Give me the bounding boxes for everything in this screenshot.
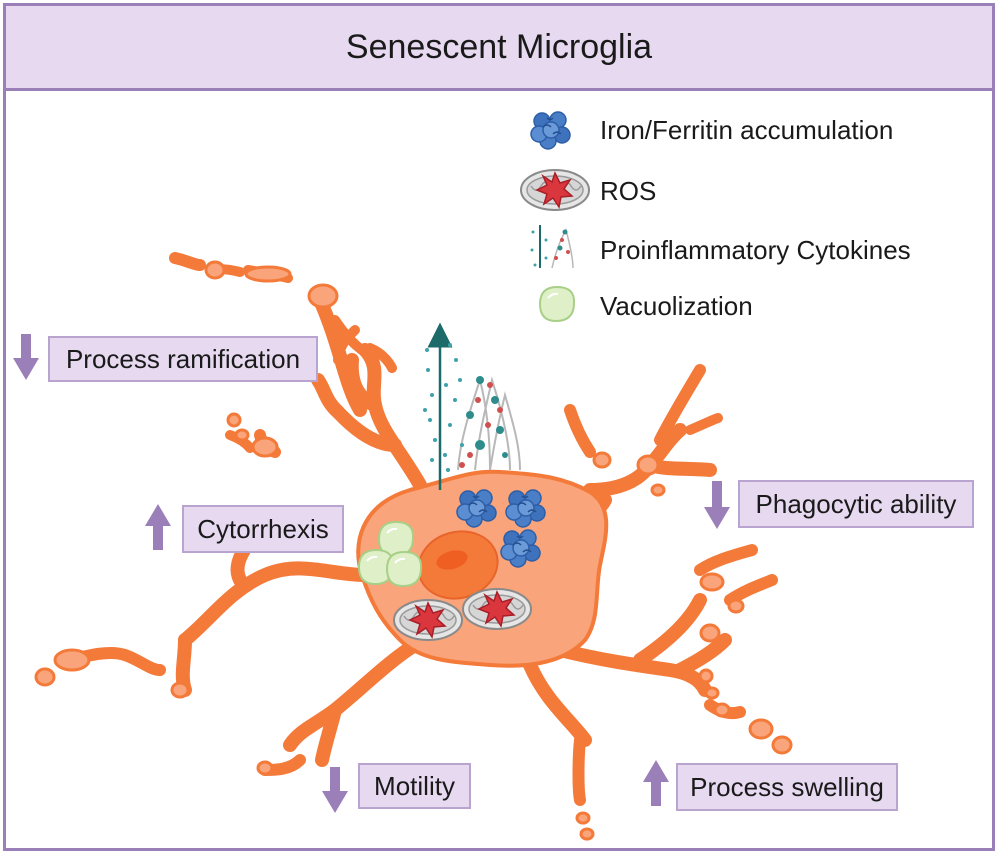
arrow-up-icon	[145, 504, 171, 550]
legend-ferritin-icon	[530, 111, 571, 150]
legend-cytokines-icon	[530, 225, 574, 269]
legend-vacuole-icon	[539, 286, 576, 322]
arrow-down-icon	[322, 767, 348, 813]
label-cytorrhexis: Cytorrhexis	[182, 505, 344, 553]
label-text: Phagocytic ability	[755, 488, 957, 519]
label-text: Motility	[374, 770, 455, 801]
legend-label-cytokines: Proinflammatory Cytokines	[600, 235, 911, 265]
title-bar: Senescent Microglia	[6, 6, 992, 91]
arrow-down-icon	[13, 334, 39, 380]
legend-mitochondria-ros-icon	[520, 169, 590, 211]
legend-label-vacuolization: Vacuolization	[600, 291, 753, 321]
label-process-ramification: Process ramification	[48, 336, 318, 382]
arrow-down-icon	[704, 481, 730, 529]
label-phagocytic-ability: Phagocytic ability	[738, 480, 974, 528]
figure-frame: Senescent Microglia	[3, 3, 995, 851]
mitochondria-ros-icon	[393, 599, 463, 641]
page-title: Senescent Microglia	[345, 27, 653, 66]
direction-arrows	[13, 334, 730, 813]
cytokines-icon	[423, 322, 521, 490]
mitochondria-ros-icon	[462, 588, 532, 630]
label-process-swelling: Process swelling	[676, 763, 898, 811]
arrow-up-icon	[643, 760, 669, 806]
label-text: Process ramification	[65, 343, 301, 374]
vacuole-icon	[386, 551, 423, 587]
process-fragments	[34, 260, 793, 841]
legend-label-ros: ROS	[600, 176, 657, 206]
label-motility: Motility	[358, 763, 471, 809]
label-text: Process swelling	[690, 771, 884, 802]
legend-label-ferritin: Iron/Ferritin accumulation	[600, 115, 894, 145]
label-text: Cytorrhexis	[197, 513, 329, 544]
